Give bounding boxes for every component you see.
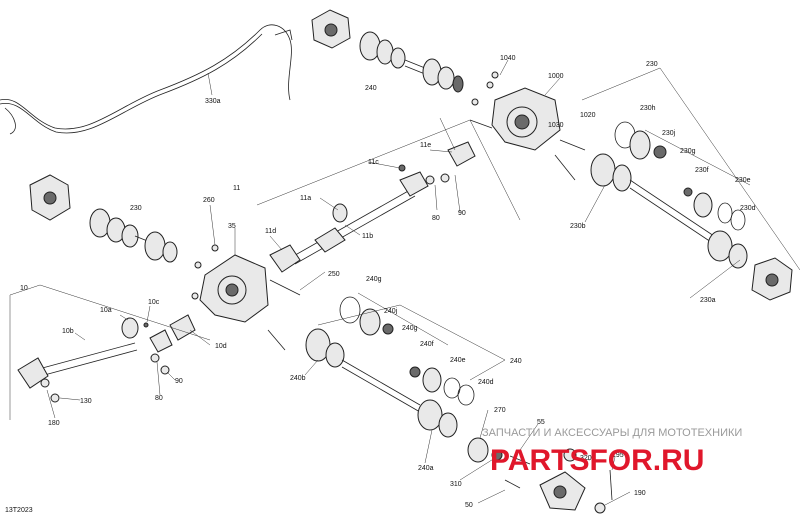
label-330a: 330a [205,98,221,105]
label-90-upper: 90 [458,210,466,217]
label-11c: 11c [368,159,379,166]
cable-330a [0,24,293,135]
label-11b: 11b [362,233,373,240]
label-240g-2: 240g [402,325,418,332]
part-labels: 330a 240 1040 1000 1020 1030 230 230h 23… [20,55,756,509]
label-10a: 10a [100,307,112,314]
prop-shaft-11 [269,141,476,273]
label-320: 320 [580,455,592,462]
rear-gearbox-35 [191,244,301,351]
label-240g: 240g [366,276,382,283]
label-10c: 10c [148,299,160,306]
label-11a: 11a [300,195,311,202]
label-11e: 11e [420,142,431,149]
lower-drive-shaft-240 [305,296,475,438]
label-11d: 11d [265,228,276,235]
label-270: 270 [494,407,506,414]
label-10b: 10b [62,328,74,335]
leader-lines [9,59,800,506]
label-230-top: 230 [646,61,658,68]
diagram-reference-code: 13T2023 [5,507,33,514]
label-230a: 230a [700,297,716,304]
label-10d: 10d [215,343,227,350]
label-230d: 230d [740,205,756,212]
front-differential-1000 [469,71,586,181]
label-230b: 230b [570,223,586,230]
label-1040: 1040 [500,55,516,62]
label-180: 180 [48,420,60,427]
label-260: 260 [203,197,215,204]
label-230h: 230h [640,105,656,112]
label-240d: 240d [478,379,494,386]
label-10: 10 [20,285,28,292]
label-11: 11 [233,185,240,192]
left-drive-shaft-230 [29,174,178,263]
label-1030: 1030 [548,122,564,129]
label-230f: 230f [695,167,709,174]
label-195: 195 [612,452,624,459]
label-240f: 240f [420,341,434,348]
label-90-lower: 90 [175,378,183,385]
label-230j: 230j [662,130,676,137]
label-230-left: 230 [130,205,142,212]
label-1020: 1020 [580,112,596,119]
label-80-lower: 80 [155,395,163,402]
label-240-lower: 240 [510,358,522,365]
lower-hub-assembly [467,437,613,514]
drive-shaft-230 [590,121,793,301]
label-230g: 230g [680,148,696,155]
label-240e: 240e [450,357,466,364]
label-240j: 240j [384,308,398,315]
label-35: 35 [228,223,236,230]
label-240a: 240a [418,465,434,472]
label-250: 250 [328,271,340,278]
label-80-upper: 80 [432,215,440,222]
prop-shaft-10 [17,314,196,403]
label-240-top: 240 [365,85,377,92]
label-230e: 230e [735,177,751,184]
watermark-tagline: ЗАПЧАСТИ И АКСЕССУАРЫ ДЛЯ МОТОТЕХНИКИ [482,427,742,439]
label-50: 50 [465,502,473,509]
label-190: 190 [634,490,646,497]
watermark-brand: PARTSFOR.RU [490,444,704,477]
upper-drive-shaft-240 [311,9,464,93]
label-310: 310 [450,481,462,488]
label-1000: 1000 [548,73,564,80]
label-240b: 240b [290,375,306,382]
label-55: 55 [537,419,545,426]
label-130: 130 [80,398,92,405]
